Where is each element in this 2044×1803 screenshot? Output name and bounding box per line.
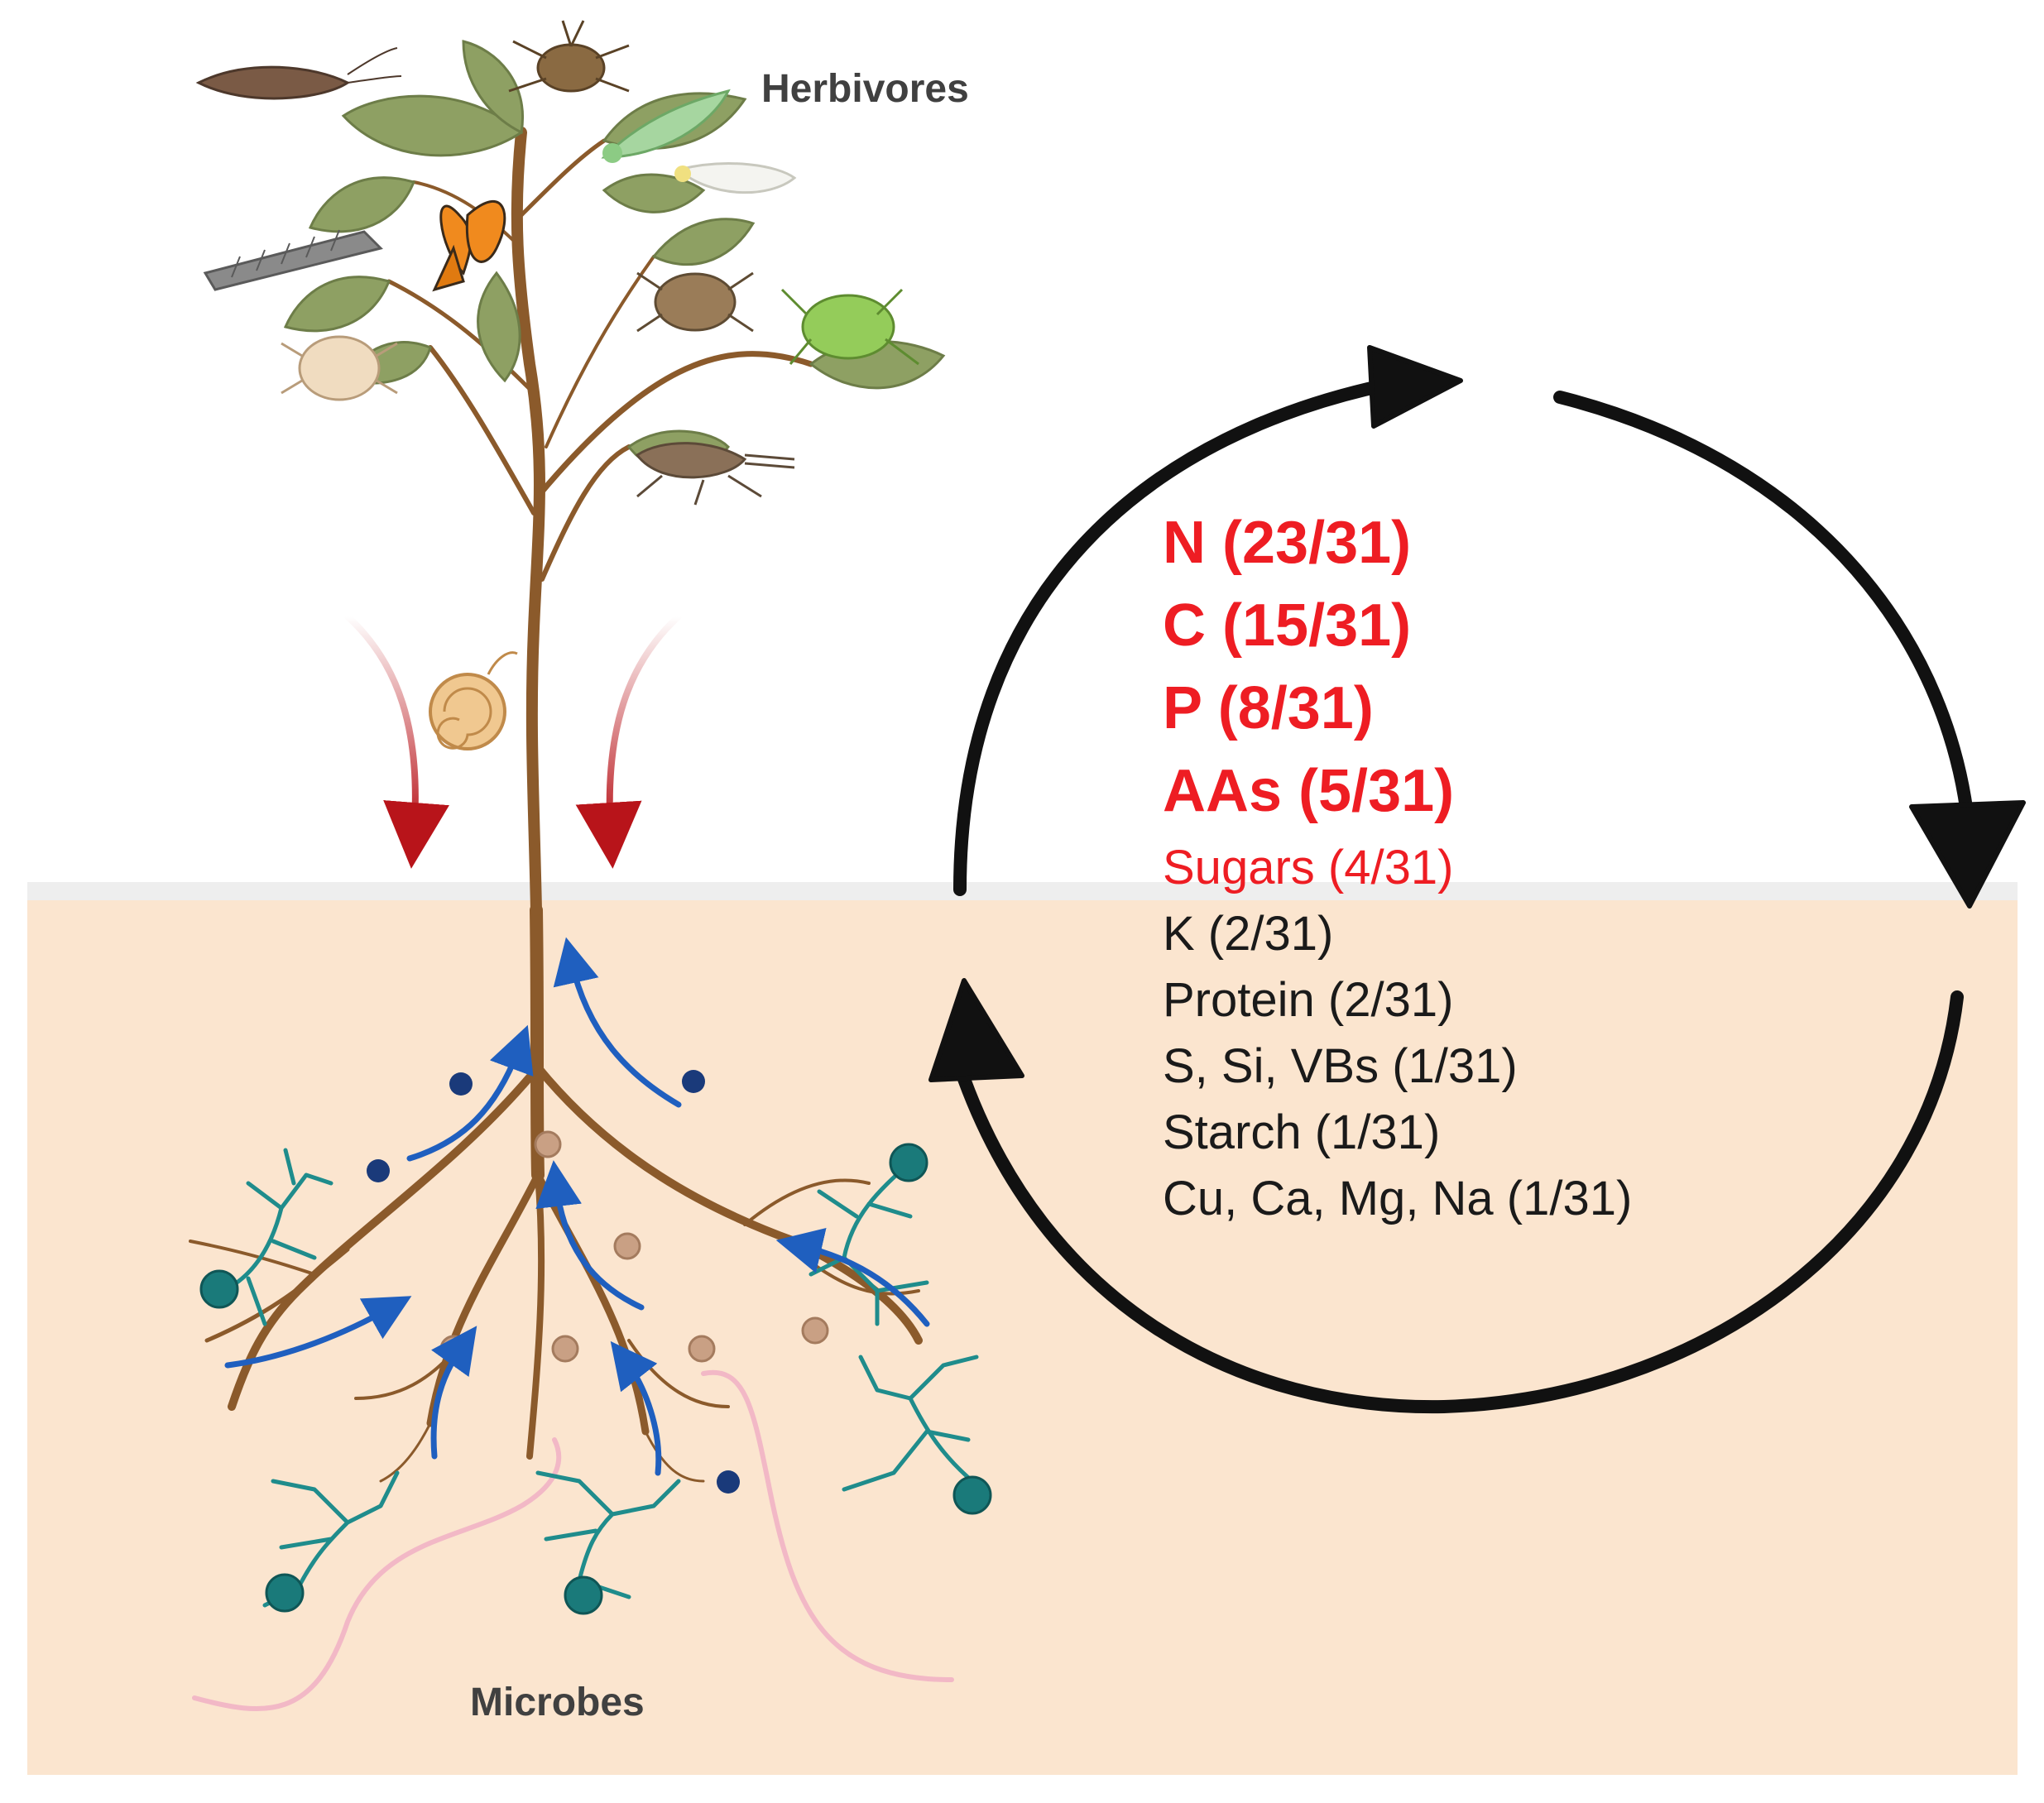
cycle-arrow-right [1553,391,1976,842]
whitefly-icon [674,162,797,194]
uptake-arrow-icon [430,1326,477,1460]
cycle-arrowhead-right [1909,800,2026,909]
spore-icon [199,1269,239,1309]
down-arrow-left-icon [344,613,449,869]
uptake-arrow-icon [553,937,682,1108]
soil-particle-icon [534,1130,562,1158]
snail-icon [429,651,518,750]
cricket-icon [635,442,795,506]
soil-surface [27,882,2018,902]
cycle-arrow-top [953,374,1413,896]
nutrient-item: Sugars (4/31) [1163,841,1454,894]
nutrient-frequency-list: N (23/31) C (15/31) P (8/31) AAs (5/31) Suga… [1163,513,1632,1241]
circular-cycle-arrows-icon [928,345,2026,1414]
uptake-arrow-icon [224,1296,412,1369]
bacterium-icon [367,1159,390,1182]
nutrient-item: Protein (2/31) [1163,973,1454,1027]
uptake-arrow-icon [610,1340,662,1476]
spore-icon [952,1475,992,1515]
leaf [341,94,524,157]
spore-icon [265,1573,305,1613]
bug-icon [508,20,630,93]
nutrient-item: Cu, Ca, Mg, Na (1/31) [1163,1172,1633,1225]
beetle-icon [636,271,754,333]
nutrient-item: Starch (1/31) [1163,1105,1441,1159]
cycle-arrowhead-left [928,978,1024,1082]
nutrient-item: N (23/31) [1163,510,1412,576]
leaf [283,276,391,333]
uptake-arrow-icon [406,1024,534,1162]
uptake-arrow-icon [775,1228,930,1327]
bacterium-icon [682,1070,705,1093]
butterfly-icon [432,199,506,292]
sawfly-larva-icon [203,229,383,291]
nutrient-item: S, Si, VBs (1/31) [1163,1039,1518,1093]
soil-particle-icon [551,1335,579,1363]
root-threads [192,1369,954,1711]
leaf [462,40,524,135]
soil-particle-icon [613,1232,641,1260]
bacterium-icon [717,1470,740,1494]
bacterium-icon [449,1072,473,1096]
nutrient-item: K (2/31) [1163,907,1334,961]
bacteria [367,1070,740,1494]
leaf [308,176,416,233]
nutrient-item: C (15/31) [1163,592,1412,659]
cycle-arrowhead-top [1367,345,1463,429]
leaf [602,173,706,213]
down-arrow-right-icon [575,613,682,869]
fungal-hyphae-icon [221,1148,979,1608]
leaf [651,218,756,266]
fungal-network [199,1143,992,1615]
soil-particle-icon [801,1316,829,1345]
leaf [477,271,521,383]
soil-particle-icon [688,1335,716,1363]
uptake-arrow-icon [535,1160,645,1311]
deposition-arrows [344,613,682,869]
soil-layer [27,900,2018,1775]
mite-icon [281,335,398,401]
spore-icon [889,1143,928,1182]
aphid-icon [780,288,919,366]
uptake-arrows [224,937,930,1476]
leafhopper-icon [601,89,731,163]
nutrient-item: P (8/31) [1163,675,1374,741]
cycle-arrow-bottom [953,990,1964,1414]
moth-icon [195,47,402,100]
herbivores-label: Herbivores [761,67,969,111]
plant-stem [386,127,814,916]
herbivores [195,20,919,750]
nutrient-item: AAs (5/31) [1163,758,1455,824]
microbes-label: Microbes [470,1681,645,1724]
spore-icon [564,1575,603,1615]
